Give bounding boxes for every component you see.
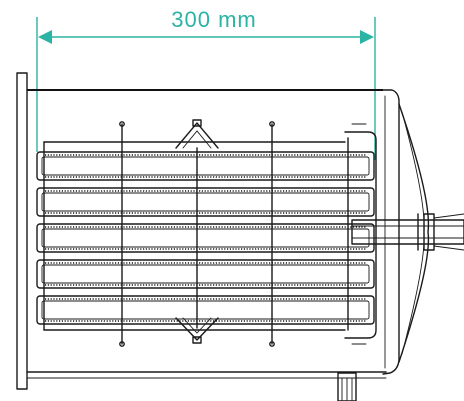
drain-fitting — [337, 372, 357, 401]
tray-stack — [36, 151, 375, 325]
rack-top-handle — [175, 122, 219, 149]
width-dimension: 300 mm — [36, 7, 376, 160]
tray — [36, 151, 375, 181]
tray — [36, 259, 375, 289]
door-handle-shaft — [351, 219, 464, 245]
chamber-body — [16, 72, 400, 401]
chamber-rear-wall — [382, 89, 400, 375]
dimension-label: 300 mm — [171, 7, 256, 32]
tray — [36, 295, 375, 325]
tray — [36, 223, 375, 253]
chamber-left-wall — [16, 72, 28, 390]
door-dome — [398, 103, 430, 363]
door-assembly — [351, 103, 464, 363]
dimension-arrow-right — [360, 30, 374, 44]
tray-rack — [43, 119, 377, 347]
rack-bottom-handle — [175, 317, 219, 341]
tray — [36, 187, 375, 217]
dimension-arrow-left — [38, 30, 52, 44]
